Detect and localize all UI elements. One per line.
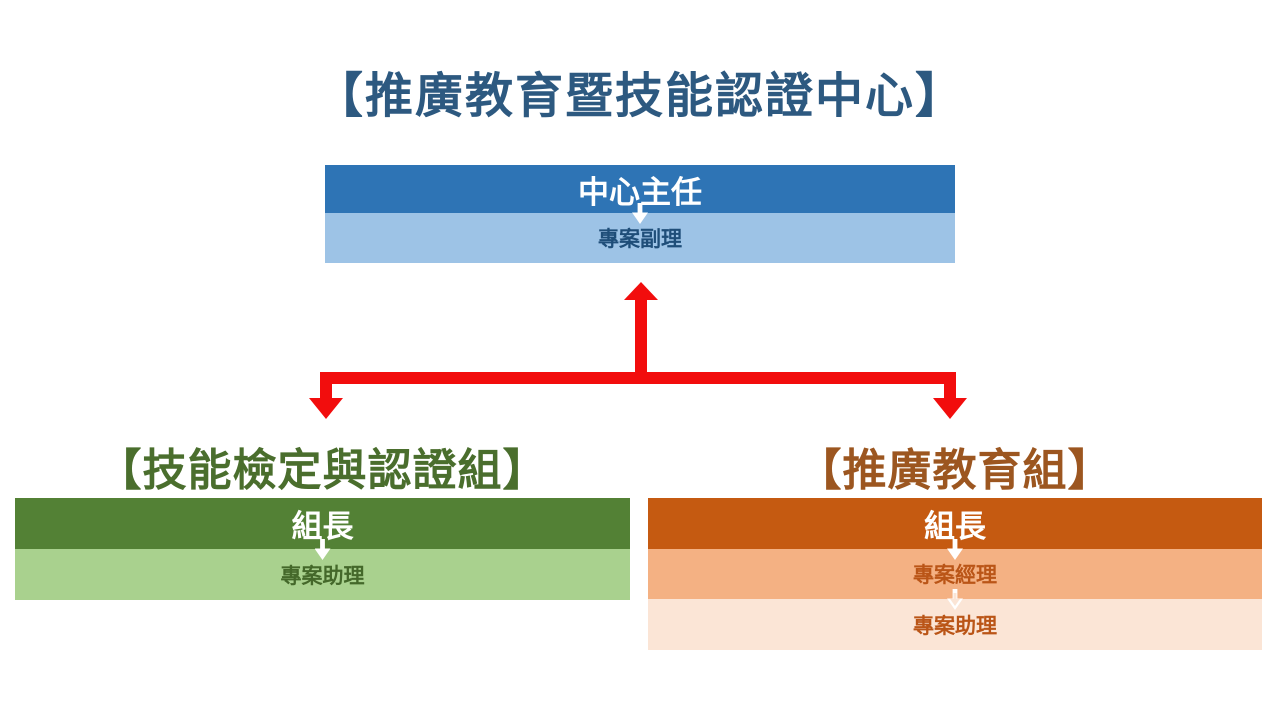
connector-up-stem: [635, 298, 647, 378]
left-unit-heading: 【技能檢定與認證組】: [97, 446, 548, 495]
left-unit-box: 組長 專案助理: [15, 498, 630, 600]
role-label-left-leader: 組長: [291, 509, 354, 544]
role-label-right-assistant: 專案助理: [913, 614, 997, 638]
page-title: 【推廣教育暨技能認證中心】: [314, 70, 965, 123]
role-label-right-leader: 組長: [924, 509, 986, 544]
connector-left-down-arrow-icon: [309, 398, 343, 419]
center-unit-box: 中心主任 專案副理: [325, 165, 955, 263]
connector-left-stem: [320, 372, 332, 400]
right-unit-heading: 【推廣教育組】: [797, 446, 1113, 495]
connector-right-down-arrow-icon: [933, 398, 967, 419]
connector-horizontal-bar: [320, 372, 956, 384]
role-label-center-deputy: 專案副理: [598, 228, 682, 251]
role-label-left-assistant: 專案助理: [280, 564, 365, 588]
role-label-right-manager: 專案經理: [913, 564, 997, 587]
connector-right-stem: [944, 372, 956, 400]
down-arrow-outline-icon-fill: [950, 593, 960, 606]
right-unit-box: 組長 專案經理 專案助理: [648, 498, 1262, 650]
